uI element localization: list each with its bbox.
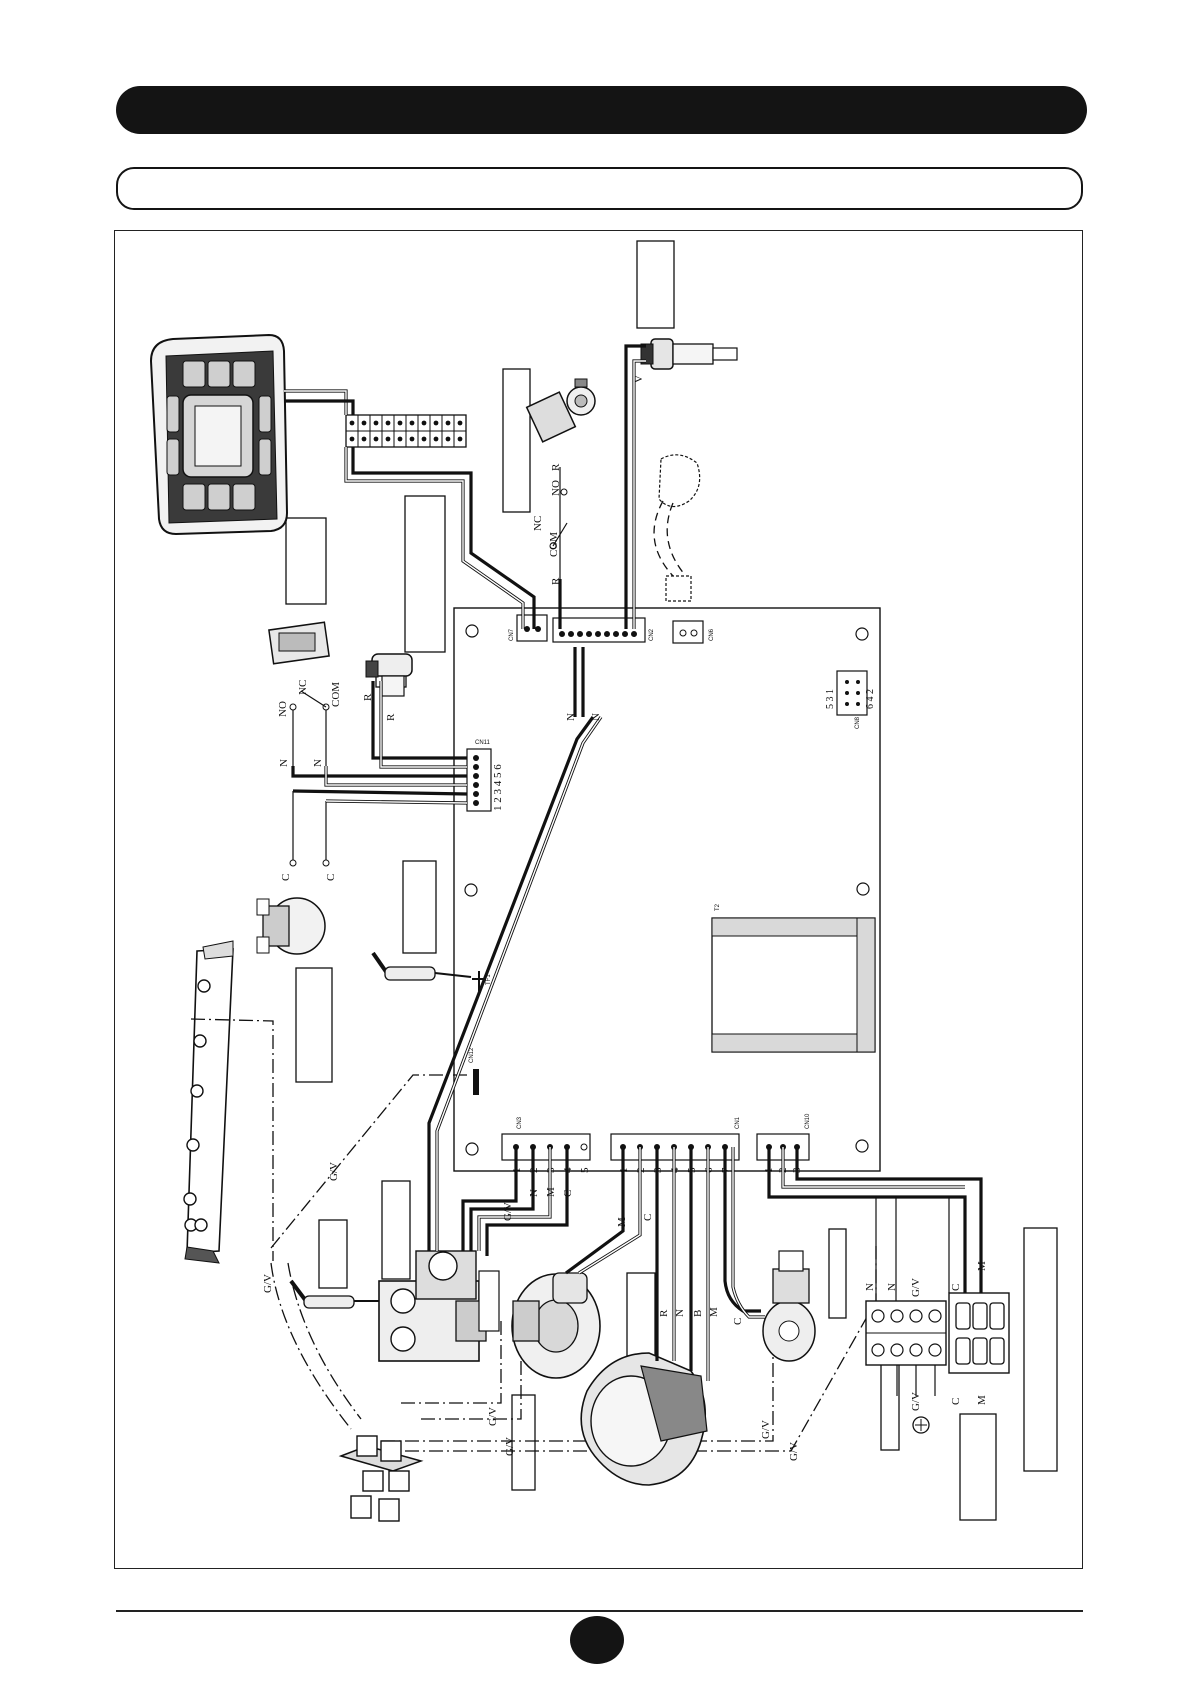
relay-contact-left: NO NC COM N N xyxy=(277,680,342,767)
header-subtitle-box xyxy=(116,167,1083,210)
label-gv-main: G/V xyxy=(910,1278,922,1297)
pcb-mounting-holes xyxy=(464,624,870,1156)
label-m-fan: M xyxy=(708,1307,720,1317)
mains-terminal-block xyxy=(865,1292,1010,1374)
flue-pressure-switch xyxy=(525,378,596,443)
label-gv-cn3: G/V xyxy=(502,1202,514,1221)
footer-rule xyxy=(116,1610,1083,1612)
label-c-left-2: C xyxy=(325,874,337,881)
label-n-fan: N xyxy=(674,1309,686,1317)
label-gv-5: G/V xyxy=(760,1420,772,1439)
label-m-cn3: M xyxy=(545,1187,557,1197)
burner-manifold xyxy=(183,940,234,1264)
transformer-t2: T2 xyxy=(711,903,876,1053)
label-r-left-1: R xyxy=(362,693,374,701)
safety-thermostat xyxy=(256,897,326,955)
label-t2: T2 xyxy=(715,903,721,911)
main-pcb xyxy=(453,607,881,1172)
label-cn1: CN1 xyxy=(735,1116,741,1129)
label-no-top: NO xyxy=(550,480,562,496)
label-gv-1: G/V xyxy=(328,1162,340,1181)
label-cn12: CN12 xyxy=(469,1047,475,1063)
flow-switch xyxy=(268,621,330,665)
connector-cn11: 1 2 3 4 5 6 CN11 xyxy=(466,740,504,812)
label-n-left-1: N xyxy=(278,759,290,767)
gas-valve xyxy=(378,1250,500,1362)
connector-cn12: CN12 xyxy=(469,1047,479,1095)
label-cn11: CN11 xyxy=(475,740,491,746)
temperature-sensor-top xyxy=(640,338,738,370)
label-r-fan: R xyxy=(658,1309,670,1317)
label-gv-4: G/V xyxy=(504,1437,516,1456)
label-n-main-2: N xyxy=(886,1283,898,1291)
label-nc-top: NC xyxy=(532,516,544,531)
ignition-electrode xyxy=(371,951,472,981)
connector-cn8: 5 3 1 6 4 2 CN8 xyxy=(825,670,876,729)
diverter-valve xyxy=(762,1250,816,1362)
label-c-cn3: C xyxy=(562,1190,574,1197)
header-title-bar xyxy=(116,86,1087,134)
label-cn3: CN3 xyxy=(517,1116,523,1129)
label-tf1: TF1 xyxy=(486,974,492,985)
wiring-diagram-frame: .thin { stroke:#111; stroke-width:1.2; f… xyxy=(114,230,1083,1569)
label-cn8: CN8 xyxy=(855,716,861,729)
label-r-left-2: R xyxy=(385,713,397,721)
label-c-main-2: C xyxy=(950,1398,962,1405)
label-m-cn1: M xyxy=(616,1217,628,1227)
temperature-sensor-left xyxy=(365,653,413,697)
label-gv-6: G/V xyxy=(788,1442,800,1461)
cn11-pins: 1 2 3 4 5 6 xyxy=(492,764,504,811)
label-n-mid-1: N xyxy=(565,713,577,721)
label-c-cn1: C xyxy=(642,1214,654,1221)
cn8-pins-bottom: 6 4 2 xyxy=(865,689,876,709)
label-n-cn3: N xyxy=(528,1189,540,1197)
fan-motor xyxy=(580,1352,708,1486)
connector-cn2: CN2 xyxy=(552,617,655,643)
label-gv-2: G/V xyxy=(262,1274,274,1293)
connector-cn6: CN6 xyxy=(672,620,715,644)
label-n-mid-2: N xyxy=(590,713,602,721)
label-n-left-2: N xyxy=(312,759,324,767)
control-panel xyxy=(149,333,289,536)
label-r-top-2: R xyxy=(550,577,562,585)
page-number-badge xyxy=(570,1616,624,1664)
label-nc-left: NC xyxy=(297,680,309,695)
label-cn2: CN2 xyxy=(649,628,655,641)
label-c-left-1: C xyxy=(280,874,292,881)
label-r-top-1: R xyxy=(550,463,562,471)
label-com-left: COM xyxy=(330,682,342,707)
label-c-valve: C xyxy=(732,1318,744,1325)
label-no-left: NO xyxy=(277,701,289,717)
label-b-fan: B xyxy=(692,1310,704,1317)
label-m-main: M xyxy=(976,1261,988,1271)
label-n-main-1: N xyxy=(864,1283,876,1291)
wiring-diagram: .thin { stroke:#111; stroke-width:1.2; f… xyxy=(149,240,1058,1522)
circulation-pump xyxy=(511,1272,601,1379)
label-gv-3: G/V xyxy=(487,1407,499,1426)
label-gv-main-2: G/V xyxy=(910,1392,922,1411)
earth-icon xyxy=(912,1416,930,1434)
cn8-pins-top: 5 3 1 xyxy=(825,689,836,709)
label-com-top: COM xyxy=(548,532,560,557)
relay-contact-top: R NO NC COM R xyxy=(532,463,568,629)
label-v: V xyxy=(633,375,645,383)
terminal-block-top xyxy=(345,414,467,448)
label-c-main: C xyxy=(950,1284,962,1291)
cn3-pin-5: 5 xyxy=(579,1167,591,1173)
dhw-probe xyxy=(653,454,701,602)
label-m-main-2: M xyxy=(976,1395,988,1405)
label-cn6: CN6 xyxy=(709,628,715,641)
label-cn10: CN10 xyxy=(805,1113,811,1129)
label-cn7: CN7 xyxy=(509,628,515,641)
ignition-transformer xyxy=(338,1435,424,1522)
